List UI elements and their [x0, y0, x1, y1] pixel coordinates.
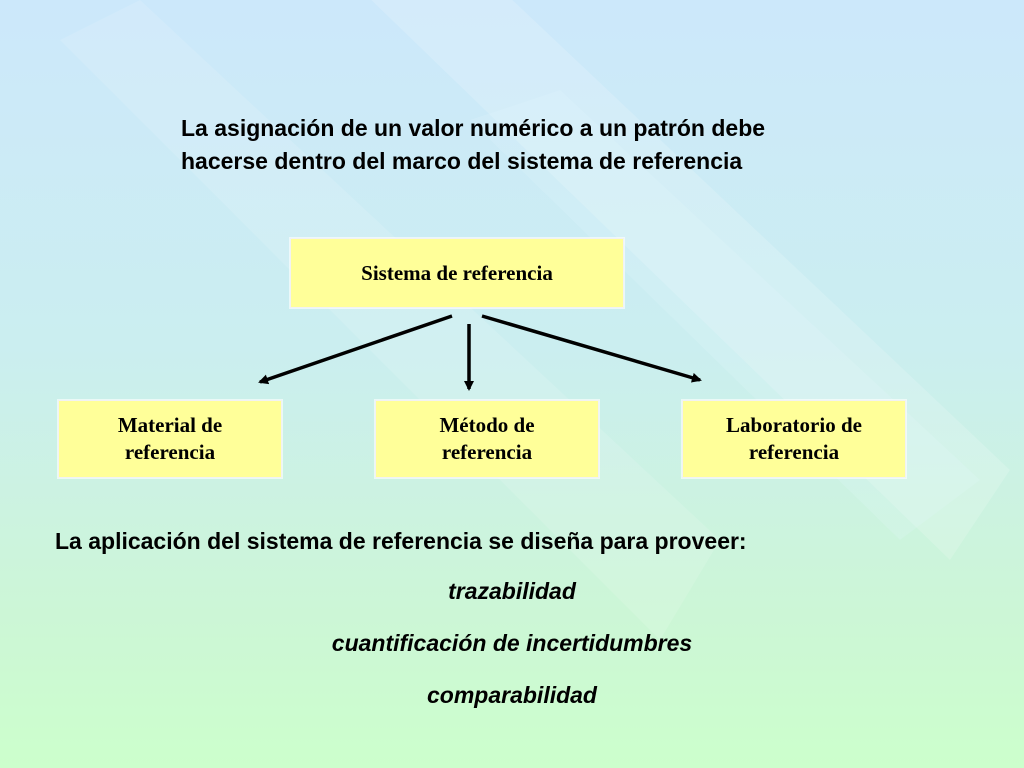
box-right-line-2: referencia: [748, 440, 840, 464]
box-root-label: Sistema de referencia: [361, 260, 553, 285]
purpose-item-trazabilidad: trazabilidad: [448, 578, 576, 604]
box-left-line-1: Material de: [117, 413, 223, 437]
box-right-line-1: Laboratorio de: [726, 413, 862, 437]
intro-text: La asignación de un valor numérico a un …: [181, 112, 981, 178]
purpose-heading: La aplicación del sistema de referencia …: [55, 528, 747, 554]
box-material-de-referencia: Material de referencia: [58, 400, 282, 478]
box-mid-line-2: referencia: [441, 440, 533, 464]
box-metodo-de-referencia: Método de referencia: [375, 400, 599, 478]
purpose-item-comparabilidad: comparabilidad: [427, 682, 597, 708]
box-laboratorio-de-referencia: Laboratorio de referencia: [682, 400, 906, 478]
intro-line-1: La asignación de un valor numérico a un …: [181, 115, 766, 141]
arrow-left: [258, 314, 453, 385]
box-left-line-2: referencia: [124, 440, 216, 464]
intro-line-2: hacerse dentro del marco del sistema de …: [181, 148, 743, 174]
box-mid-line-1: Método de: [439, 413, 535, 437]
purpose-item-cuantificacion: cuantificación de incertidumbres: [331, 630, 693, 656]
box-sistema-de-referencia: Sistema de referencia: [290, 238, 624, 308]
arrow-right: [481, 314, 702, 383]
